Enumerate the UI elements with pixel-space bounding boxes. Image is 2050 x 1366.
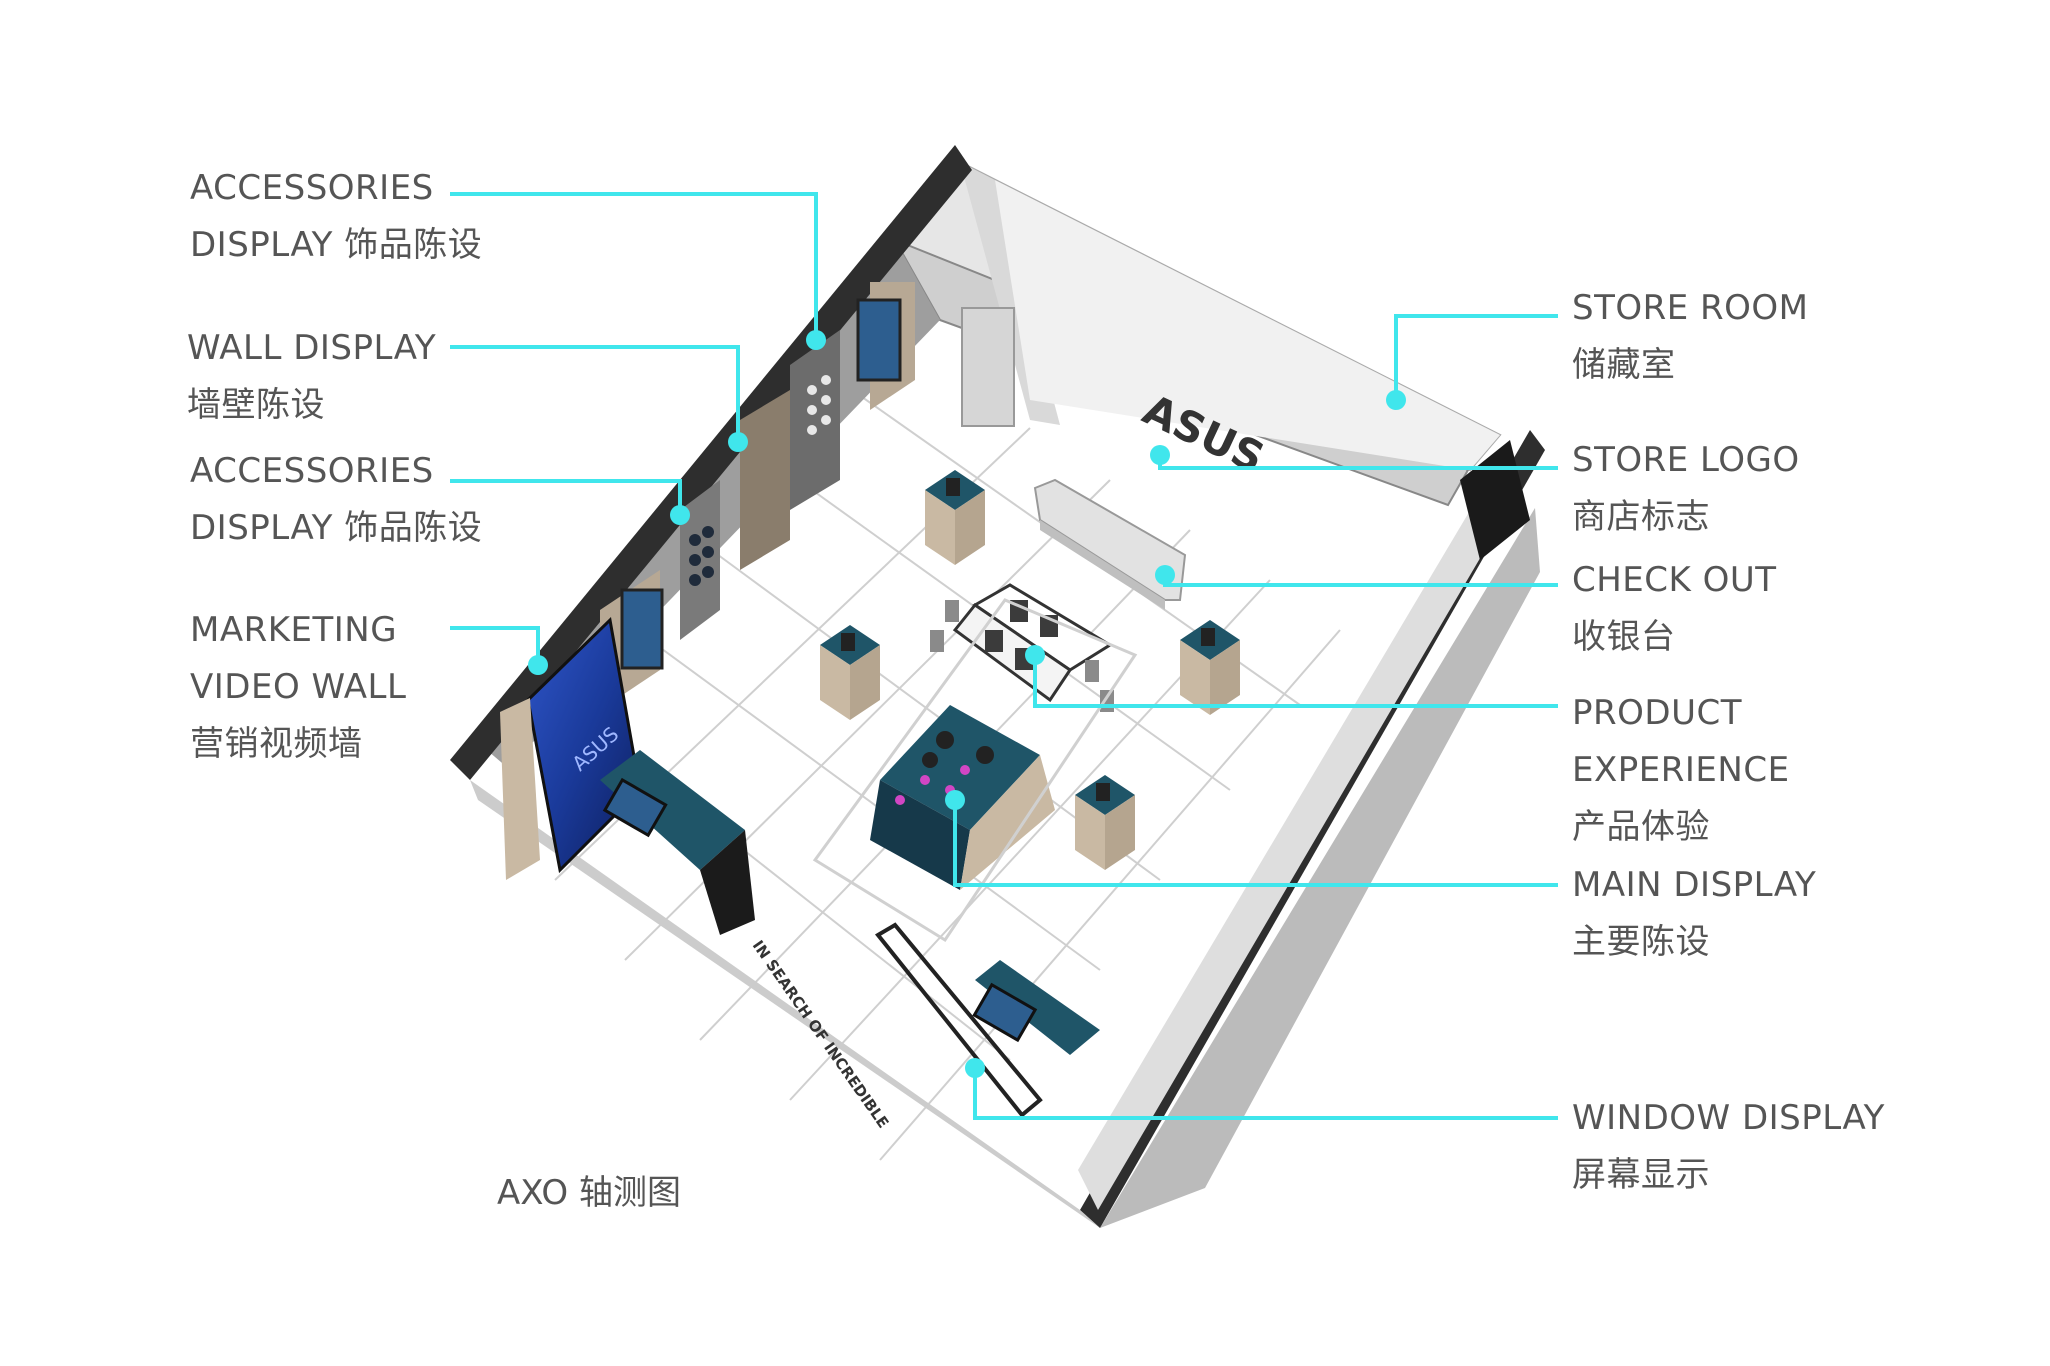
left-wall-top-edge: [450, 145, 972, 780]
dot-marketing: [528, 655, 548, 675]
checkout-counter: [1033, 478, 1187, 610]
dot-store-room: [1386, 390, 1406, 410]
right-wall-face: [1078, 460, 1520, 1210]
window-display-right: [972, 960, 1100, 1055]
display-pedestal: [1180, 620, 1240, 715]
label-wall-display: WALL DISPLAY 墙壁陈设: [187, 328, 437, 425]
label-accessories-display-top: ACCESSORIES DISPLAY 饰品陈设: [190, 168, 483, 265]
label-window-display: WINDOW DISPLAY 屏幕显示: [1572, 1098, 1885, 1195]
leader-accessories-mid: [450, 479, 682, 515]
leader-store-room: [1394, 314, 1558, 400]
display-pedestal: [820, 625, 880, 720]
leader-window-display: [973, 1068, 1558, 1120]
video-wall-frame-pillar: [500, 698, 540, 880]
dot-check-out: [1155, 565, 1175, 585]
dot-window-display: [965, 1058, 985, 1078]
glass-entrance-frame: [874, 922, 1043, 1118]
dot-main-display: [945, 790, 965, 810]
wall-display-panels: [600, 282, 915, 710]
dot-store-logo: [1150, 445, 1170, 465]
leader-product-experience: [1033, 655, 1558, 708]
display-pedestal: [1075, 775, 1135, 870]
dot-accessories-top: [806, 330, 826, 350]
leader-marketing: [450, 626, 540, 665]
dot-wall-display: [728, 432, 748, 452]
leader-dots: [528, 330, 1406, 1078]
label-store-room: STORE ROOM 储藏室: [1572, 288, 1809, 385]
diagram-caption: AXO 轴测图: [497, 1173, 681, 1213]
floor-shadow: [1100, 508, 1540, 1228]
floor-rug: [812, 598, 1138, 943]
front-wall-face: [470, 780, 1100, 1228]
label-marketing-video-wall: MARKETING VIDEO WALL 营销视频墙: [190, 610, 407, 764]
leader-accessories-top: [450, 192, 818, 340]
window-display-left: [600, 750, 755, 935]
label-check-out: CHECK OUT 收银台: [1572, 560, 1777, 657]
label-accessories-display-mid: ACCESSORIES DISPLAY 饰品陈设: [190, 451, 483, 548]
dot-accessories-mid: [670, 505, 690, 525]
display-pedestal: [925, 470, 985, 565]
leader-wall-display: [450, 345, 740, 442]
storeroom-floor: [995, 180, 1500, 470]
dot-product-experience: [1025, 645, 1045, 665]
label-store-logo: STORE LOGO 商店标志: [1572, 440, 1800, 537]
leader-main-display: [953, 800, 1558, 887]
back-door: [961, 307, 1015, 427]
label-product-experience: PRODUCT EXPERIENCE 产品体验: [1572, 693, 1790, 847]
label-main-display: MAIN DISPLAY 主要陈设: [1572, 865, 1817, 962]
